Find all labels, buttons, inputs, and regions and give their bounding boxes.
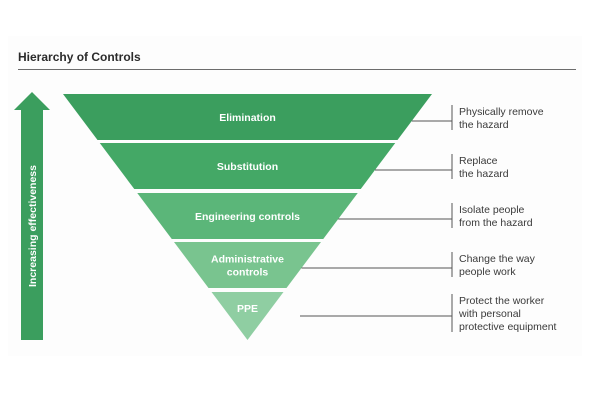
diagram-title: Hierarchy of Controls bbox=[18, 50, 141, 64]
tier-4-band bbox=[174, 242, 321, 288]
tier-1-label: Elimination bbox=[219, 112, 276, 124]
tier-3-description: Isolate people bbox=[459, 204, 525, 216]
tier-4-label: Administrative bbox=[211, 254, 284, 266]
tier-1-band bbox=[63, 94, 432, 140]
tier-4-description: Change the way bbox=[459, 253, 536, 265]
tier-4-description: people work bbox=[459, 266, 516, 278]
effectiveness-axis-label: Increasing effectiveness bbox=[27, 165, 39, 287]
tier-4-label: controls bbox=[227, 267, 269, 279]
tier-5-description: with personal bbox=[458, 308, 521, 320]
tier-3-description: from the hazard bbox=[459, 217, 533, 229]
tier-3-label: Engineering controls bbox=[195, 211, 300, 223]
effectiveness-arrow bbox=[14, 92, 50, 340]
tier-5-description: protective equipment bbox=[459, 321, 557, 333]
tier-2-description: the hazard bbox=[459, 168, 509, 180]
tier-1-description: Physically remove bbox=[459, 106, 544, 118]
tier-2-description: Replace bbox=[459, 155, 498, 167]
tier-5-description: Protect the worker bbox=[459, 295, 545, 307]
title-divider bbox=[18, 69, 576, 70]
tier-5-label: PPE bbox=[237, 303, 258, 315]
tier-5-band bbox=[211, 292, 284, 340]
tier-2-band bbox=[99, 143, 396, 189]
tier-3-band bbox=[137, 193, 358, 239]
tier-1-description: the hazard bbox=[459, 119, 509, 131]
tier-2-label: Substitution bbox=[217, 161, 278, 173]
